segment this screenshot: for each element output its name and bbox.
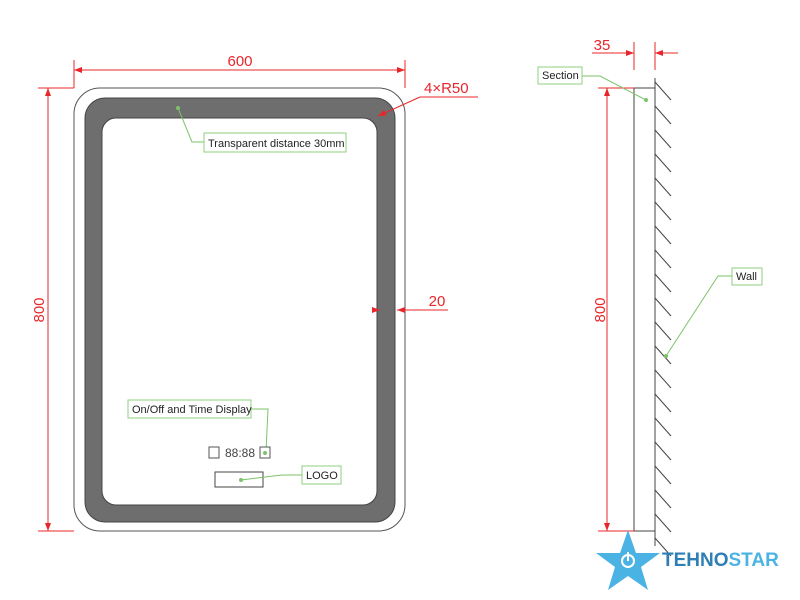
wall-hatch-line (654, 153, 672, 173)
svg-text:Wall: Wall (736, 271, 757, 283)
wall-hatch-line (654, 177, 672, 197)
width-label: 600 (227, 53, 252, 70)
wall-hatch-line (654, 321, 672, 341)
corner-radius-dimension: 4×R50 (377, 80, 478, 117)
height-dimension-side: 800 (592, 87, 634, 532)
wall-hatch-line (654, 369, 672, 389)
wall-hatch-line (654, 297, 672, 317)
section-callout: Section (537, 66, 648, 102)
wall-hatch-line (654, 441, 672, 461)
transparent-distance-callout: Transparent distance 30mm (176, 106, 347, 153)
wall-callout: Wall (664, 267, 763, 358)
svg-text:Section: Section (542, 70, 579, 82)
depth-label: 35 (594, 37, 611, 54)
tehnostar-logo: TEHNOSTAR (596, 530, 779, 590)
svg-text:On/Off and Time Display: On/Off and Time Display (132, 404, 252, 416)
wall-hatch-line (654, 225, 672, 245)
depth-dimension: 35 (592, 37, 678, 70)
wall-hatch-line (654, 249, 672, 269)
logo-callout: LOGO (214, 465, 342, 488)
corner-radius-label: 4×R50 (424, 80, 469, 97)
wall-hatch-line (654, 489, 672, 509)
height-label-side: 800 (592, 297, 609, 322)
wall-hatch-line (654, 345, 672, 365)
svg-text:TEHNOSTAR: TEHNOSTAR (662, 550, 779, 571)
wall-hatch-line (654, 513, 672, 533)
clock-display: 88:88 (225, 446, 255, 460)
width-dimension: 600 (73, 53, 406, 88)
wall-hatch-line (654, 537, 672, 557)
frame-width-label: 20 (429, 293, 446, 310)
logo-area (214, 471, 264, 488)
wall-hatch-line (654, 81, 672, 101)
svg-text:Transparent distance 30mm: Transparent distance 30mm (208, 138, 345, 150)
svg-text:LOGO: LOGO (306, 470, 338, 482)
wall-hatch-line (654, 105, 672, 125)
wall-hatch-line (654, 129, 672, 149)
height-dimension-front: 800 (31, 87, 74, 532)
height-label-front: 800 (31, 297, 48, 322)
wall-hatch-line (654, 393, 672, 413)
wall-hatch-line (654, 465, 672, 485)
on-off-display-callout: On/Off and Time Display 88:88 (127, 399, 271, 460)
wall-hatch-line (654, 201, 672, 221)
wall-hatch-line (654, 417, 672, 437)
power-button-icon (208, 446, 220, 459)
frame-width-dimension: 20 (372, 293, 448, 313)
wall-hatch-line (654, 273, 672, 293)
mirror-front-view (73, 87, 406, 532)
side-view (633, 78, 672, 557)
